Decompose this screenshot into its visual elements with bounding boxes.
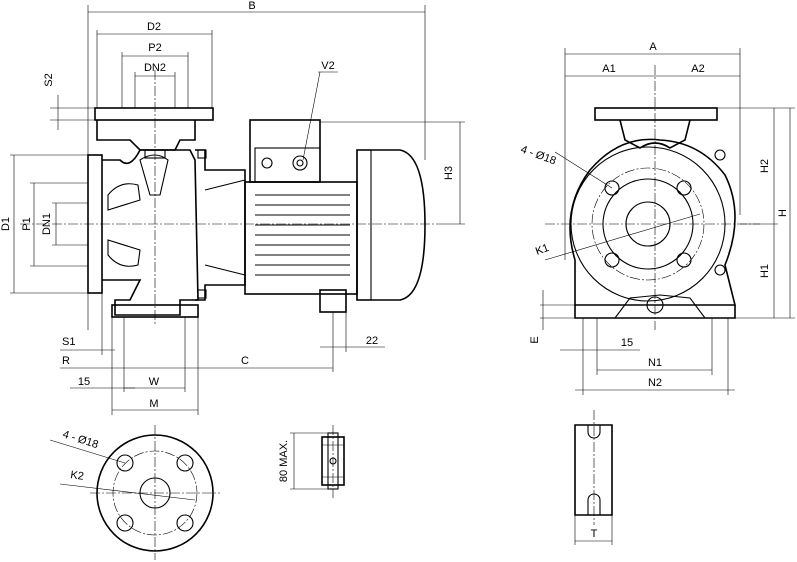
- dim-K2: K2: [70, 469, 85, 483]
- dim-S1: S1: [62, 336, 75, 348]
- bolt-hole-icon: [176, 454, 194, 472]
- side-view: [20, 70, 440, 325]
- dim-DN2: DN2: [144, 62, 166, 74]
- volute-lower: [107, 239, 141, 267]
- dim-15-front: 15: [621, 337, 633, 349]
- holes-label-front: 4 - Ø18: [519, 144, 558, 168]
- dim-DN1: DN1: [41, 213, 53, 235]
- dim-A2: A2: [691, 63, 704, 75]
- dim-S2: S2: [43, 73, 55, 86]
- dim-80-max: 80 MAX.: [278, 440, 290, 482]
- dim-A1: A1: [602, 63, 615, 75]
- discharge-neck: [96, 120, 196, 151]
- volute-upper: [107, 183, 141, 211]
- bolt-hole-icon: [116, 454, 134, 472]
- dim-P1: P1: [21, 217, 33, 230]
- fan-cover: [356, 149, 426, 301]
- bolt-hole-icon: [604, 252, 620, 268]
- discharge-flange: [94, 107, 214, 121]
- pump-casing: [102, 149, 199, 316]
- front-view: [545, 65, 760, 330]
- dim-H1: H1: [759, 264, 771, 278]
- bolt-hole-icon: [176, 514, 194, 532]
- bolt-hole-icon: [676, 180, 692, 196]
- dim-A: A: [649, 41, 657, 53]
- cable-gland-icon: [261, 157, 273, 169]
- gland-detail: 80 MAX.: [278, 425, 345, 498]
- dim-H2: H2: [759, 159, 771, 173]
- dim-N1: N1: [648, 357, 662, 369]
- dim-M: M: [149, 398, 158, 410]
- flange-detail: 4 - Ø18 K2: [49, 425, 220, 560]
- dim-H3: H3: [443, 166, 455, 180]
- dim-D1: D1: [0, 217, 12, 231]
- holes-label-flange: 4 - Ø18: [61, 428, 100, 451]
- dim-W: W: [149, 376, 160, 388]
- dim-K1: K1: [534, 242, 551, 258]
- dim-E: E: [529, 336, 541, 343]
- dim-D2: D2: [147, 21, 161, 33]
- dim-15-side: 15: [78, 376, 90, 388]
- cable-gland-icon: [292, 155, 308, 171]
- front-dimensions: A A1 A2 4 - Ø18 K1 H2 H H1 E 15 N1: [519, 41, 795, 395]
- motor-bracket: [195, 149, 246, 301]
- dim-T: T: [591, 528, 598, 540]
- motor-fins: [255, 194, 350, 276]
- dim-N2: N2: [648, 377, 662, 389]
- dim-P2: P2: [148, 42, 161, 54]
- bolt-hole-icon: [116, 514, 134, 532]
- bolt-hole-icon: [676, 252, 692, 268]
- dim-C: C: [241, 355, 249, 367]
- bolt-hole-icon: [604, 180, 620, 196]
- side-dimensions: B D2 P2 DN2 S2 V2 H3 D1: [0, 0, 465, 415]
- impeller-eye: [139, 154, 169, 196]
- dim-B: B: [248, 0, 255, 12]
- dim-22: 22: [366, 335, 378, 347]
- dim-H: H: [777, 209, 789, 217]
- dim-V2: V2: [321, 60, 334, 72]
- volute-outline: [569, 138, 737, 306]
- discharge-flange-front: [594, 107, 718, 121]
- motor-body: [244, 181, 358, 295]
- terminal-box: [249, 119, 321, 183]
- dim-R: R: [62, 355, 70, 367]
- foot-detail: T: [574, 410, 613, 545]
